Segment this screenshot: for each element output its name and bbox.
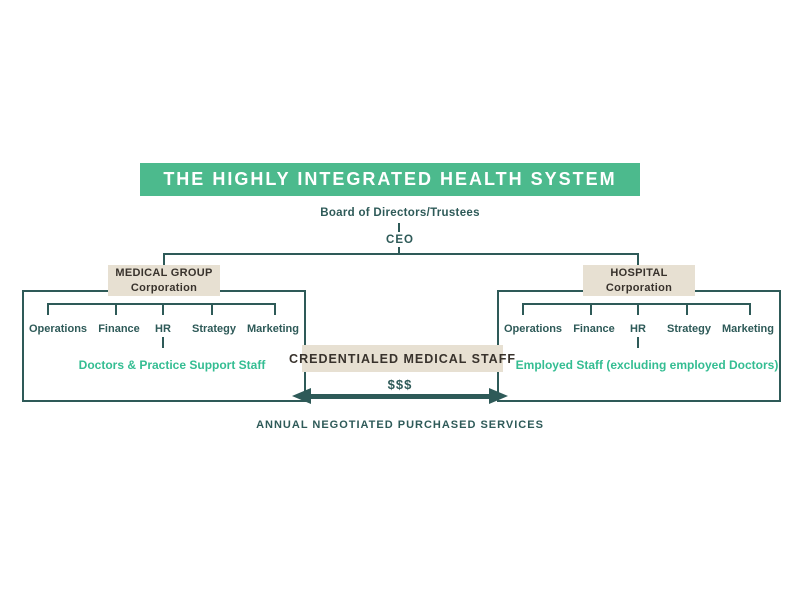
- medical-group-caption: Doctors & Practice Support Staff: [78, 358, 266, 372]
- hr-stub-connector: [162, 337, 164, 348]
- hospital-box-line2: Corporation: [605, 281, 673, 294]
- dept-label-finance: Finance: [98, 323, 140, 335]
- dept-tick: [115, 303, 117, 315]
- dept-label-strategy: Strategy: [191, 323, 237, 335]
- dept-tick: [686, 303, 688, 315]
- branch-drop-right: [637, 253, 639, 266]
- dept-label-finance: Finance: [573, 323, 615, 335]
- annual-services-label: ANNUAL NEGOTIATED PURCHASED SERVICES: [256, 419, 544, 431]
- dept-tick: [274, 303, 276, 315]
- medical-group-box-line1: MEDICAL GROUP: [115, 267, 213, 280]
- dept-tick: [522, 303, 524, 315]
- medical-group-box: MEDICAL GROUP Corporation: [108, 265, 220, 296]
- dept-tick: [211, 303, 213, 315]
- board-to-ceo-connector: [398, 223, 400, 232]
- arrowhead-right-icon: [489, 388, 508, 404]
- dept-connector-hline: [522, 303, 751, 305]
- ceo-down-connector: [398, 247, 400, 254]
- hospital-container: Operations Finance HR Strategy Marketing…: [497, 290, 781, 402]
- dept-label-marketing: Marketing: [247, 323, 299, 335]
- dept-tick: [47, 303, 49, 315]
- dept-tick: [637, 303, 639, 315]
- hr-stub-connector: [637, 337, 639, 348]
- hospital-caption: Employed Staff (excluding employed Docto…: [515, 358, 779, 372]
- dept-label-operations: Operations: [28, 323, 88, 335]
- dept-label-hr: HR: [155, 323, 171, 335]
- medical-group-container: Operations Finance HR Strategy Marketing…: [22, 290, 306, 402]
- money-label: $$$: [387, 377, 413, 392]
- page-title: THE HIGHLY INTEGRATED HEALTH SYSTEM: [163, 169, 617, 189]
- dept-label-marketing: Marketing: [722, 323, 774, 335]
- ceo-label: CEO: [386, 234, 414, 246]
- arrow-shaft: [307, 393, 493, 399]
- hospital-box-line1: HOSPITAL: [610, 267, 668, 280]
- dept-tick: [590, 303, 592, 315]
- arrowhead-left-icon: [292, 388, 311, 404]
- dept-connector-hline: [47, 303, 276, 305]
- board-of-directors-label: Board of Directors/Trustees: [320, 207, 480, 219]
- hospital-box: HOSPITAL Corporation: [583, 265, 695, 296]
- credentialed-medical-staff-label: CREDENTIALED MEDICAL STAFF: [289, 351, 516, 366]
- dept-label-operations: Operations: [503, 323, 563, 335]
- double-arrow: [292, 388, 508, 404]
- credentialed-medical-staff-box: CREDENTIALED MEDICAL STAFF: [289, 345, 515, 372]
- ceo-branch-hline: [163, 253, 639, 255]
- title-banner: THE HIGHLY INTEGRATED HEALTH SYSTEM: [140, 163, 640, 196]
- dept-tick: [749, 303, 751, 315]
- dept-tick: [162, 303, 164, 315]
- medical-group-box-line2: Corporation: [130, 281, 198, 294]
- branch-drop-left: [163, 253, 165, 266]
- dept-label-hr: HR: [630, 323, 646, 335]
- dept-label-strategy: Strategy: [666, 323, 712, 335]
